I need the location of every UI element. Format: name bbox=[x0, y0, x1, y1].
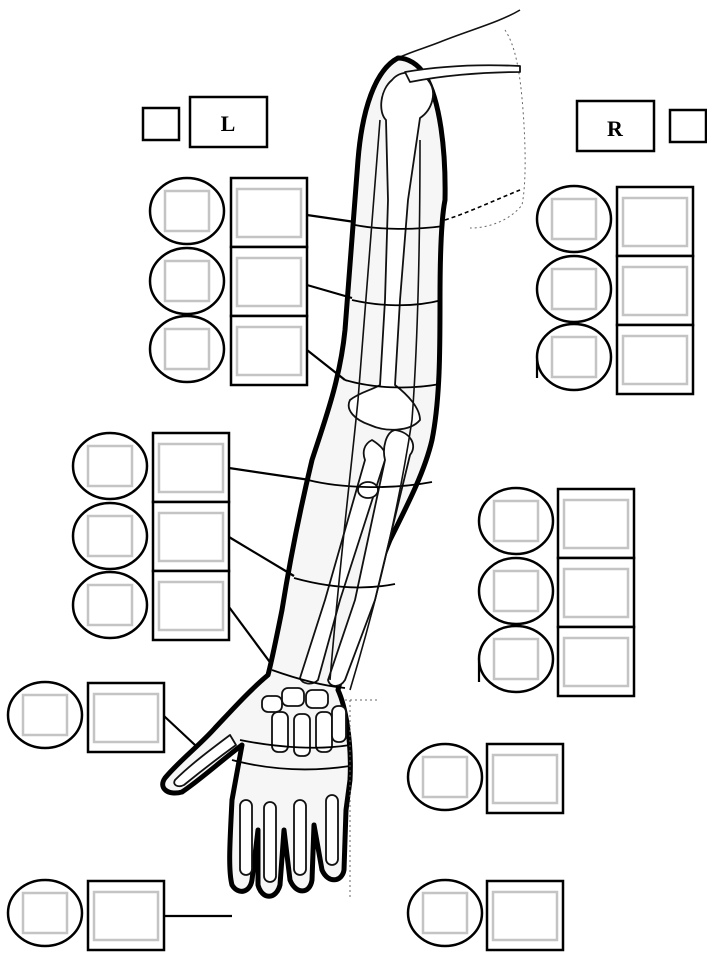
score-box-inner bbox=[493, 892, 557, 940]
score-circle-inner bbox=[88, 446, 132, 486]
score-circle-inner bbox=[552, 199, 596, 239]
leader-line bbox=[164, 716, 195, 745]
entry-row bbox=[537, 324, 693, 394]
score-circle-inner bbox=[423, 893, 467, 933]
score-circle-inner bbox=[494, 501, 538, 541]
leader-line bbox=[307, 285, 352, 298]
score-circle-inner bbox=[88, 516, 132, 556]
score-box-inner bbox=[159, 444, 223, 492]
left-side-label: L bbox=[221, 111, 236, 136]
score-box-inner bbox=[493, 755, 557, 803]
score-circle-inner bbox=[165, 329, 209, 369]
entry-row bbox=[479, 558, 634, 627]
entry-row bbox=[73, 433, 229, 502]
entry-row bbox=[479, 626, 634, 696]
score-box-inner bbox=[159, 513, 223, 561]
right-side-label-group: R bbox=[577, 101, 706, 151]
entry-row bbox=[479, 488, 634, 558]
entry-row bbox=[150, 247, 307, 316]
score-circle-inner bbox=[552, 337, 596, 377]
score-circle-inner bbox=[88, 585, 132, 625]
leader-line bbox=[229, 607, 272, 665]
score-circle-inner bbox=[494, 571, 538, 611]
left-side-label-group: L bbox=[143, 97, 267, 147]
entry-row bbox=[408, 880, 563, 950]
entry-row bbox=[537, 186, 693, 256]
leader-line bbox=[229, 537, 294, 576]
torso-outline bbox=[470, 30, 525, 228]
right-forearm-entries bbox=[479, 488, 634, 696]
left-hand-entries bbox=[8, 682, 232, 950]
right-upper-arm-entries bbox=[537, 186, 693, 394]
entry-row bbox=[408, 744, 563, 813]
right-hand-entries bbox=[408, 744, 563, 950]
entry-row bbox=[73, 502, 229, 571]
score-circle-inner bbox=[494, 639, 538, 679]
entry-row bbox=[150, 316, 307, 385]
score-box-inner bbox=[237, 327, 301, 375]
score-circle-inner bbox=[23, 695, 67, 735]
score-box-inner bbox=[159, 582, 223, 630]
score-circle-inner bbox=[165, 191, 209, 231]
right-side-label: R bbox=[607, 116, 624, 141]
leader-line bbox=[307, 215, 355, 222]
right-side-checkbox[interactable] bbox=[670, 110, 706, 142]
radial-head bbox=[358, 482, 378, 498]
score-box-inner bbox=[94, 892, 158, 940]
hand-frame-guide bbox=[345, 700, 380, 900]
entry-row bbox=[73, 571, 229, 640]
armpit-dashed-line bbox=[445, 190, 520, 220]
left-forearm-entries bbox=[73, 433, 310, 665]
score-box-inner bbox=[623, 336, 687, 384]
entry-row bbox=[537, 256, 693, 325]
entry-row bbox=[8, 880, 164, 950]
score-box-inner bbox=[564, 569, 628, 617]
score-box-inner bbox=[237, 258, 301, 306]
score-box-inner bbox=[564, 638, 628, 686]
score-circle-inner bbox=[23, 893, 67, 933]
shoulder-outline bbox=[398, 10, 520, 58]
entry-row bbox=[150, 178, 307, 247]
left-side-checkbox[interactable] bbox=[143, 108, 179, 140]
score-circle-inner bbox=[423, 757, 467, 797]
left-upper-arm-entries bbox=[150, 178, 355, 385]
score-circle-inner bbox=[552, 269, 596, 309]
score-box-inner bbox=[623, 267, 687, 315]
score-circle-inner bbox=[165, 261, 209, 301]
score-box-inner bbox=[564, 500, 628, 548]
score-box-inner bbox=[94, 694, 158, 742]
score-box-inner bbox=[237, 189, 301, 237]
entry-row bbox=[8, 682, 164, 752]
score-box-inner bbox=[623, 198, 687, 246]
leader-line bbox=[229, 468, 310, 480]
